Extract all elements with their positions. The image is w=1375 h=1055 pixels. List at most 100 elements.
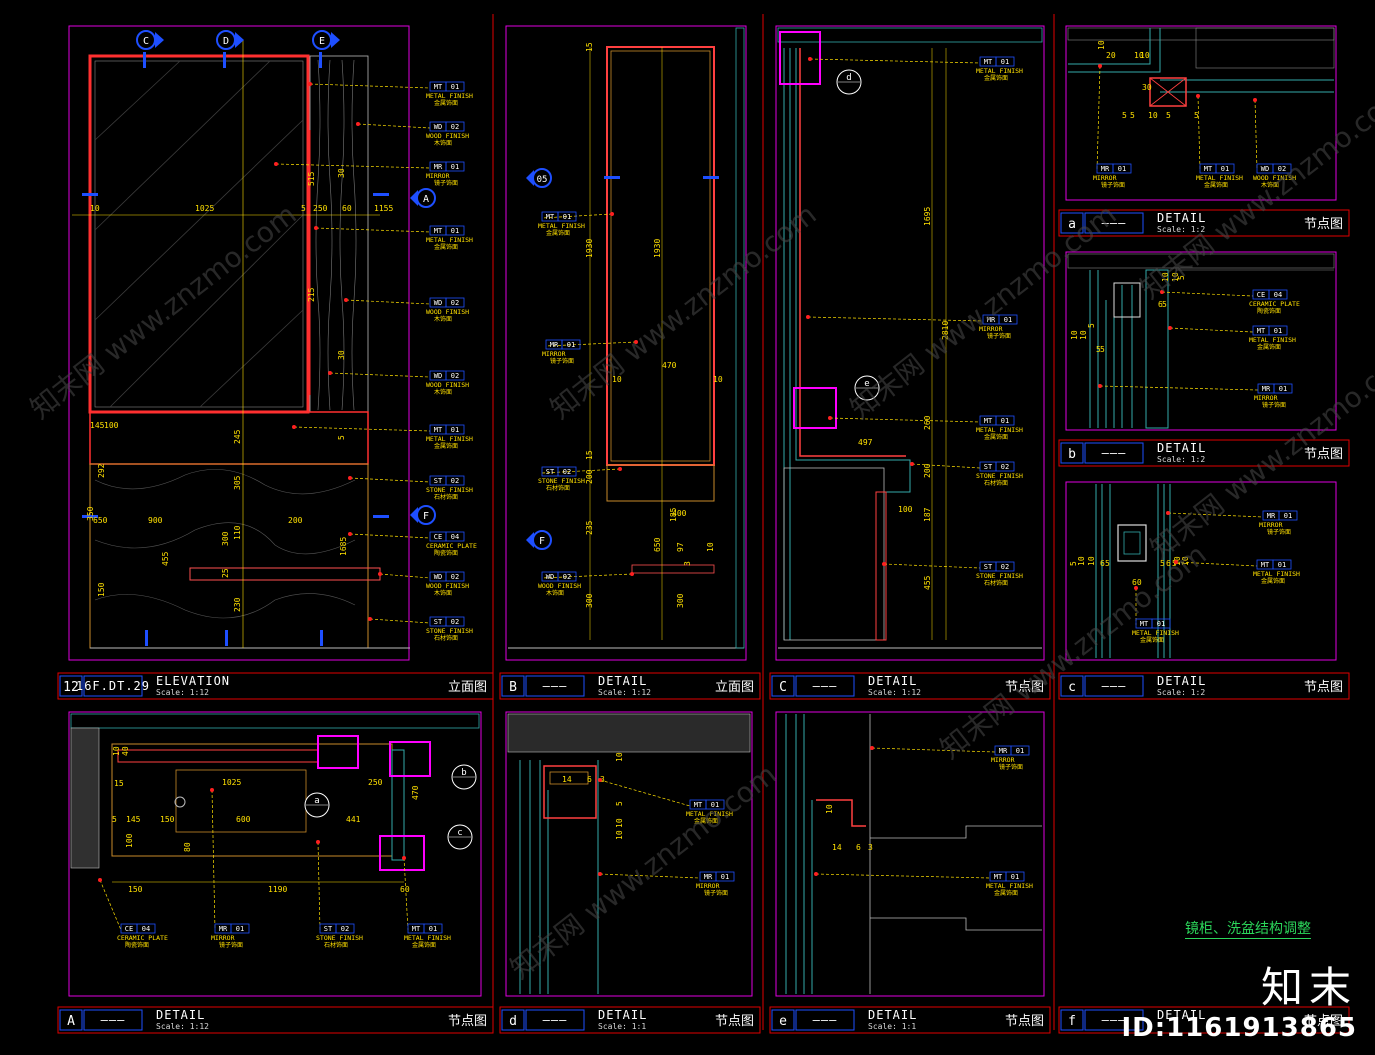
dimension-label: 10 <box>1087 556 1096 566</box>
material-name-cn: 石材饰面 <box>324 941 348 949</box>
material-code: WD <box>434 372 442 380</box>
material-name: STONE FINISH <box>426 486 473 494</box>
material-number: 01 <box>1118 165 1126 173</box>
dimension-label: 305 <box>233 475 242 490</box>
material-name-cn: 木饰面 <box>434 589 452 597</box>
material-name: MIRROR <box>1093 174 1117 182</box>
material-name-cn: 金属饰面 <box>984 74 1008 82</box>
material-code: MT <box>434 426 443 434</box>
section-marker-F[interactable]: F <box>410 505 436 525</box>
title-block-number: A <box>67 1014 75 1029</box>
material-name: METAL FINISH <box>976 67 1023 75</box>
material-code: MR <box>1262 385 1271 393</box>
dimension-label: 5 <box>1160 559 1165 568</box>
dimension-label: 300 <box>676 593 685 608</box>
title-block-title: DETAIL <box>1157 674 1206 688</box>
detail-callout-a[interactable]: a <box>304 792 330 818</box>
material-number: 02 <box>1001 563 1009 571</box>
dimension-label: 5 <box>1069 561 1078 566</box>
title-block-title: ELEVATION <box>156 674 230 688</box>
section-marker-E-label: E <box>319 36 325 47</box>
title-block-title: DETAIL <box>598 674 647 688</box>
dimension-label: 2810 <box>941 321 950 340</box>
material-name-cn: 金属饰面 <box>546 229 570 237</box>
material-code: MT <box>1140 620 1149 628</box>
material-code: MT <box>994 873 1003 881</box>
brand-block: 知末 ID:1161913865 <box>1121 963 1357 1044</box>
section-marker-C[interactable]: C <box>136 30 164 68</box>
section-marker-A[interactable]: A <box>410 188 436 208</box>
material-name-cn: 金属饰面 <box>412 941 436 949</box>
material-number: 01 <box>563 213 571 221</box>
detail-callout-d[interactable]: d <box>836 69 862 95</box>
dimension-label: 650 <box>93 516 108 525</box>
dimension-label: 900 <box>148 516 163 525</box>
material-name: WOOD FINISH <box>538 582 581 590</box>
material-code: WD <box>434 299 442 307</box>
material-name-cn: 镜子饰面 <box>987 332 1011 340</box>
material-name-cn: 金属饰面 <box>994 889 1018 897</box>
material-number: 02 <box>451 618 459 626</box>
brand-logo: 知末 <box>1260 963 1357 1012</box>
material-name-cn: 木饰面 <box>434 388 452 396</box>
section-marker-D-label: D <box>223 36 229 47</box>
material-name: METAL FINISH <box>1249 336 1296 344</box>
dimension-label: 5 <box>615 801 624 806</box>
detail-callout-e[interactable]: e <box>854 375 880 401</box>
material-name-cn: 金属饰面 <box>694 817 718 825</box>
detail-callout-d-label: d <box>846 73 851 83</box>
detail-callout-c[interactable]: c <box>447 824 473 850</box>
section-marker-05[interactable]: 05 <box>526 168 552 188</box>
material-number: 01 <box>1279 385 1287 393</box>
title-block-ref: 16F.DT.29 <box>76 679 150 693</box>
section-marker-B-F[interactable]: F <box>526 530 552 550</box>
section-marker-E[interactable]: E <box>312 30 340 68</box>
detail-callout-b-label: b <box>461 768 466 778</box>
material-code: WD <box>434 573 442 581</box>
section-marker-D[interactable]: D <box>216 30 244 68</box>
detail-callout-b[interactable]: b <box>451 764 477 790</box>
title-block-title: DETAIL <box>1157 441 1206 455</box>
title-block-title: DETAIL <box>868 674 917 688</box>
material-number: 01 <box>451 426 459 434</box>
material-name-cn: 镜子饰面 <box>704 889 728 897</box>
